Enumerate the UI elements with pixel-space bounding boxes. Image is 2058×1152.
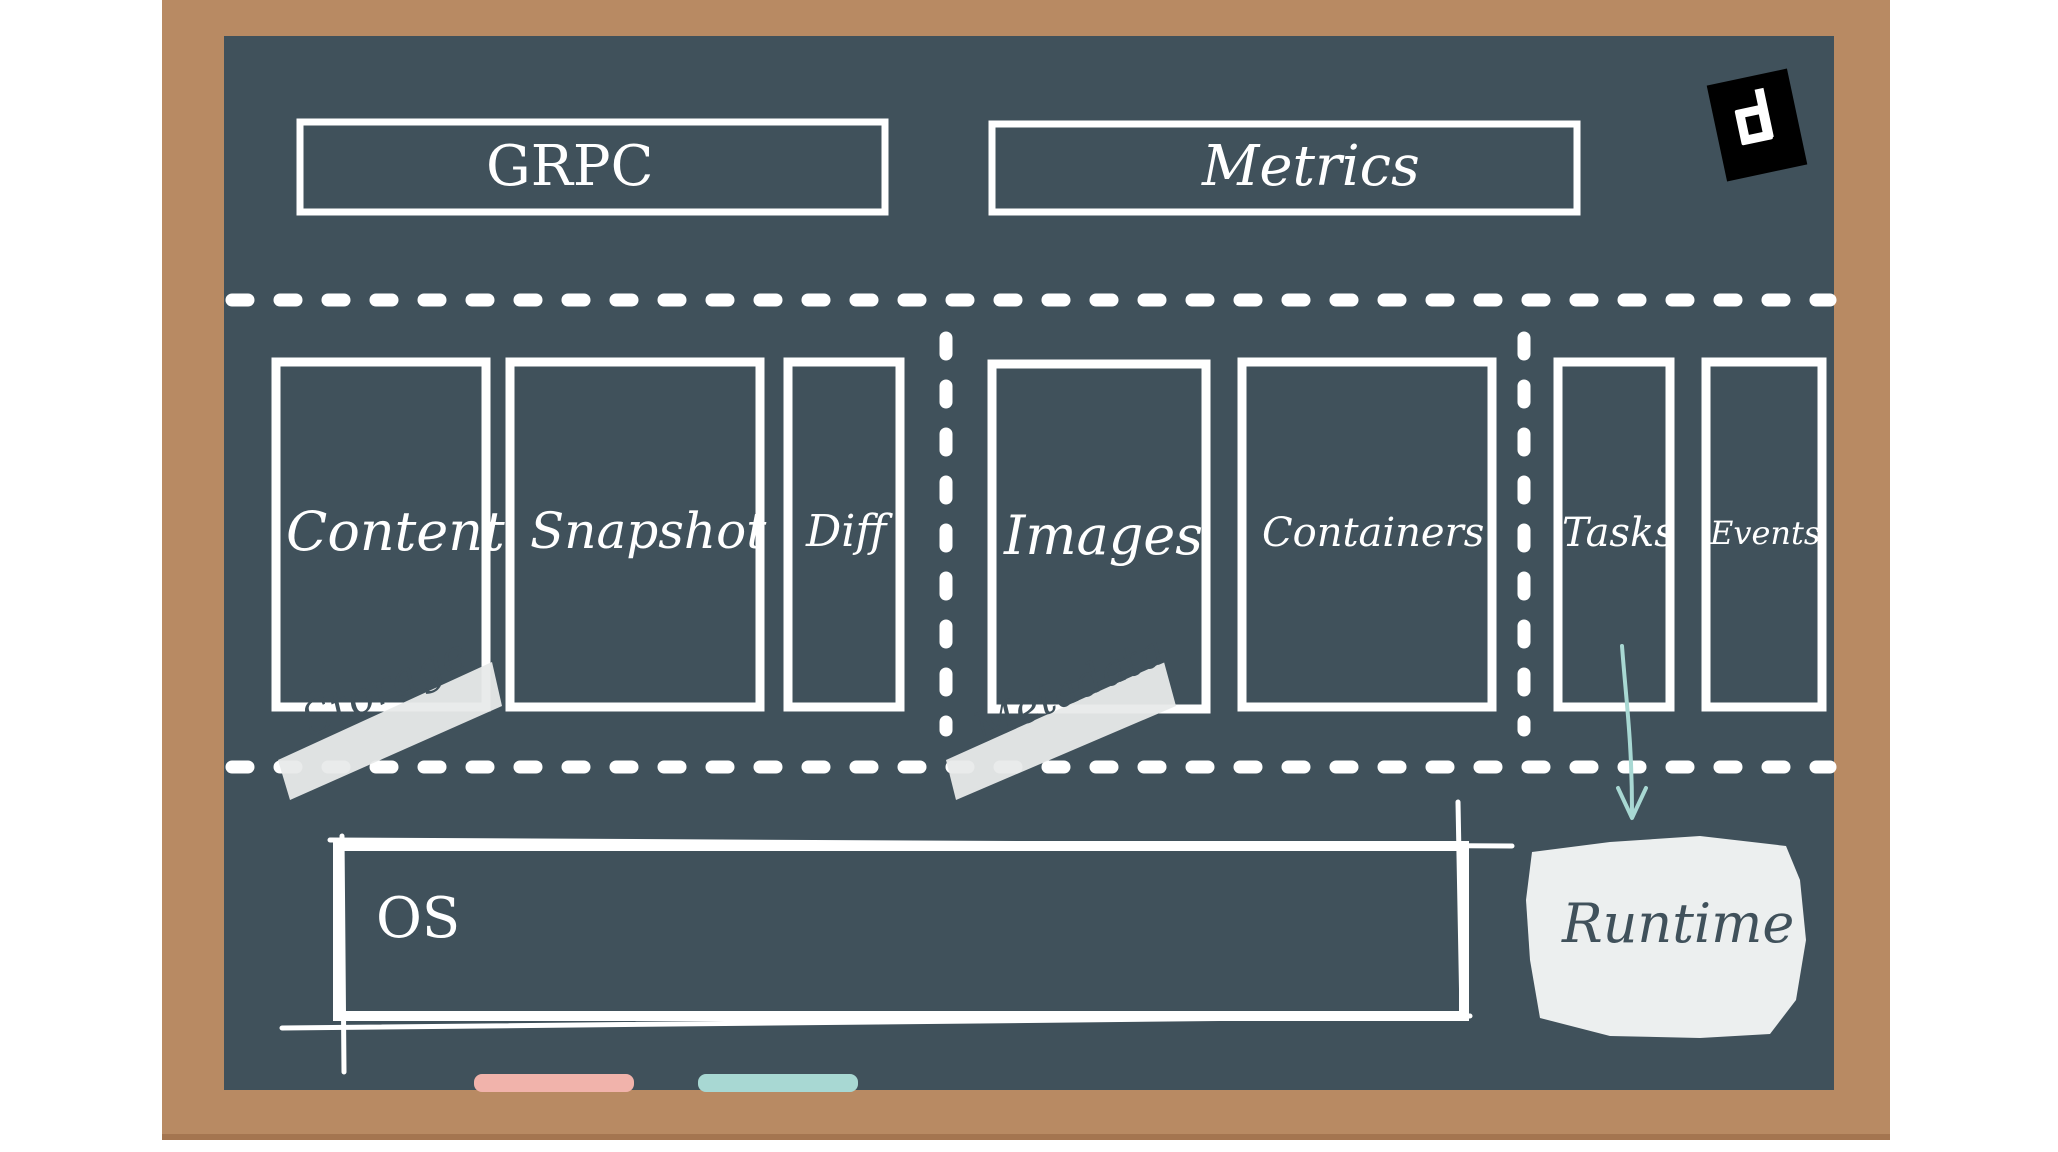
- metrics-label: Metrics: [1202, 134, 1420, 199]
- os-box-stroke-left: [339, 833, 347, 1075]
- containers-label: Containers: [1262, 510, 1485, 556]
- events-label: Events: [1710, 514, 1821, 552]
- diff-label: Diff: [806, 506, 887, 557]
- content-label: Content: [286, 500, 505, 563]
- content-box: [271, 357, 491, 712]
- chalk-teal: [698, 1074, 858, 1092]
- containers-box: [1237, 357, 1497, 712]
- chalk-pink: [474, 1074, 634, 1092]
- os-box-stroke-right: [1455, 799, 1465, 1019]
- events-box: [1701, 357, 1827, 712]
- metadata-smudge: [946, 662, 1176, 800]
- grpc-box: [296, 118, 889, 216]
- storage-smudge: [278, 662, 502, 800]
- snapshot-box: [505, 357, 765, 712]
- tasks-runtime-arrow: [1620, 644, 1634, 814]
- os-box-stroke-bottom: [279, 1013, 1473, 1031]
- arrow-head: [1616, 786, 1648, 820]
- runtime-label: Runtime: [1562, 892, 1795, 955]
- os-label: OS: [376, 886, 461, 951]
- metrics-box: [988, 120, 1581, 216]
- os-box: [333, 841, 1469, 1021]
- runtime-blob: [1526, 836, 1806, 1038]
- tasks-label: Tasks: [1562, 510, 1675, 556]
- snapshot-label: Snapshot: [530, 502, 767, 560]
- os-box-stroke-top: [327, 837, 1515, 849]
- images-label: Images: [1004, 504, 1203, 567]
- diff-box: [783, 357, 905, 712]
- grpc-label: GRPC: [486, 134, 654, 199]
- tasks-box: [1553, 357, 1675, 712]
